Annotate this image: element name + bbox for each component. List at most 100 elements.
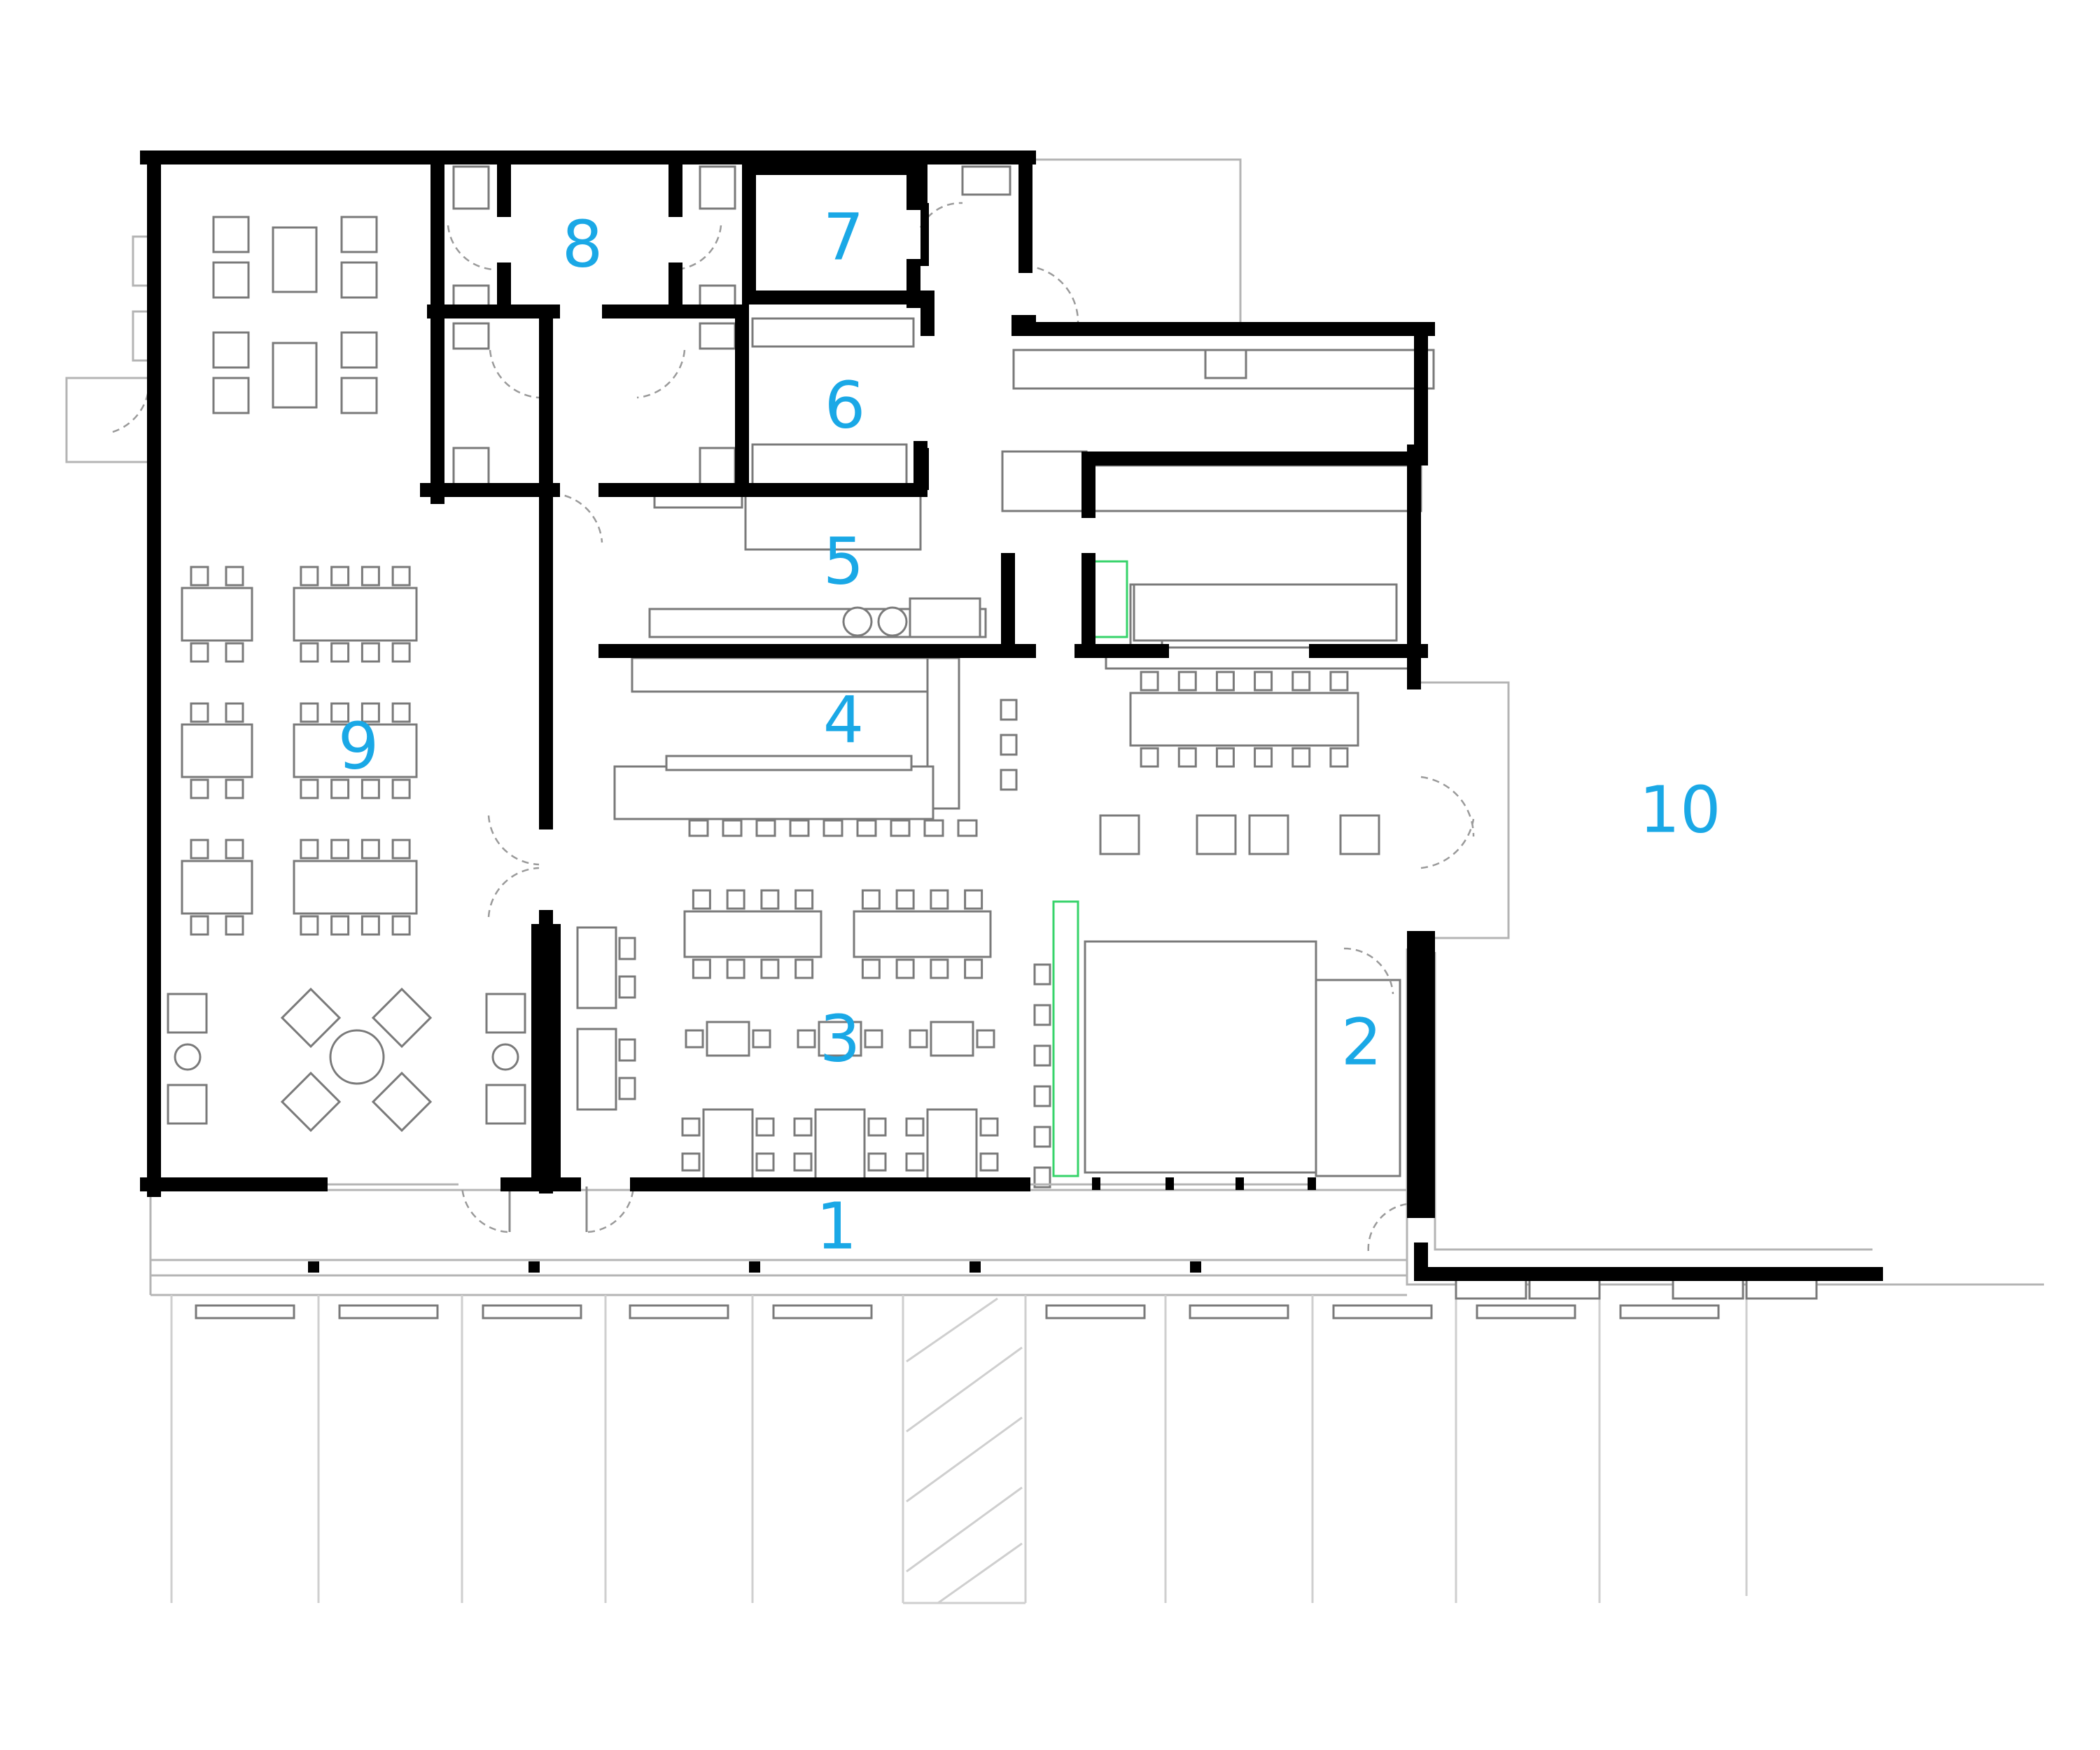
chair bbox=[979, 1152, 999, 1172]
room-9-label: 9 bbox=[338, 708, 379, 783]
storefront-glazing bbox=[322, 1177, 1316, 1191]
chair bbox=[1292, 671, 1311, 692]
bar-stool bbox=[822, 819, 844, 837]
chair bbox=[190, 778, 209, 799]
chair bbox=[618, 1038, 636, 1062]
chair bbox=[330, 839, 350, 860]
chair bbox=[360, 642, 380, 663]
room-6-label: 6 bbox=[825, 368, 866, 442]
chair bbox=[1177, 671, 1197, 692]
chair bbox=[895, 958, 915, 979]
chair bbox=[930, 889, 949, 910]
bar-stool bbox=[957, 819, 978, 837]
chair bbox=[391, 839, 411, 860]
chair bbox=[1254, 747, 1273, 768]
chair bbox=[1215, 671, 1235, 692]
wall-post bbox=[920, 203, 929, 266]
chair bbox=[755, 1152, 775, 1172]
room-8-label: 8 bbox=[562, 206, 603, 281]
kitchen-accent bbox=[1092, 560, 1128, 638]
chair bbox=[618, 975, 636, 999]
chair bbox=[1254, 671, 1273, 692]
arcade-columns bbox=[308, 1261, 1201, 1273]
chair bbox=[225, 915, 244, 936]
bar-stool bbox=[1033, 1044, 1051, 1067]
chair bbox=[1177, 747, 1197, 768]
chair bbox=[360, 839, 380, 860]
bar-stool bbox=[1033, 1166, 1051, 1189]
chair bbox=[190, 839, 209, 860]
chair bbox=[618, 1077, 636, 1100]
chair bbox=[391, 778, 411, 799]
chair bbox=[964, 889, 983, 910]
chair bbox=[760, 958, 780, 979]
chair bbox=[300, 702, 319, 723]
room-4-label: 4 bbox=[823, 682, 864, 757]
chair bbox=[300, 566, 319, 587]
chair bbox=[330, 915, 350, 936]
furniture-kitchen bbox=[613, 165, 1435, 820]
room-10-label: 10 bbox=[1639, 772, 1721, 847]
chair bbox=[793, 1117, 813, 1137]
chair bbox=[360, 566, 380, 587]
chair bbox=[681, 1152, 701, 1172]
chair bbox=[905, 1117, 925, 1137]
chair bbox=[225, 839, 244, 860]
chair bbox=[930, 958, 949, 979]
chair bbox=[797, 1029, 816, 1049]
chair bbox=[391, 642, 411, 663]
parking-lot bbox=[170, 1276, 1818, 1604]
chair bbox=[864, 1029, 883, 1049]
chair bbox=[692, 889, 711, 910]
chair bbox=[360, 702, 380, 723]
chair bbox=[1215, 747, 1235, 768]
chair bbox=[300, 839, 319, 860]
chair bbox=[300, 915, 319, 936]
wall-post bbox=[1083, 561, 1091, 589]
bar-stool bbox=[890, 819, 911, 837]
bar-stool bbox=[856, 819, 877, 837]
room-5-label: 5 bbox=[823, 524, 864, 598]
chair bbox=[330, 642, 350, 663]
chair bbox=[1329, 747, 1349, 768]
bar-stool bbox=[923, 819, 944, 837]
chair bbox=[225, 566, 244, 587]
chair bbox=[794, 958, 814, 979]
bar-stool bbox=[1033, 1126, 1051, 1148]
room-labels: 1 2 3 4 5 6 7 8 9 10 bbox=[338, 200, 1721, 1264]
chair bbox=[964, 958, 983, 979]
bar-stool bbox=[1033, 963, 1051, 986]
chair bbox=[726, 889, 746, 910]
room-7-label: 7 bbox=[823, 200, 864, 274]
chair bbox=[330, 778, 350, 799]
chair bbox=[225, 642, 244, 663]
planter-strip bbox=[1052, 900, 1079, 1177]
chair bbox=[909, 1029, 928, 1049]
chair bbox=[1140, 747, 1159, 768]
chair bbox=[681, 1117, 701, 1137]
furniture-room-9 bbox=[167, 216, 526, 1133]
chair bbox=[300, 778, 319, 799]
chair bbox=[391, 566, 411, 587]
chair bbox=[867, 1117, 887, 1137]
chair bbox=[726, 958, 746, 979]
chair bbox=[330, 702, 350, 723]
chair bbox=[755, 1117, 775, 1137]
chair bbox=[391, 915, 411, 936]
chair bbox=[752, 1029, 771, 1049]
chair bbox=[190, 702, 209, 723]
chair bbox=[618, 937, 636, 960]
chair bbox=[760, 889, 780, 910]
chair bbox=[685, 1029, 704, 1049]
wall-post bbox=[920, 448, 929, 490]
chair bbox=[861, 958, 881, 979]
chair bbox=[979, 1117, 999, 1137]
chair bbox=[895, 889, 915, 910]
chair bbox=[190, 566, 209, 587]
chair bbox=[360, 778, 380, 799]
chair bbox=[300, 642, 319, 663]
room-3-label: 3 bbox=[820, 1001, 861, 1076]
chair bbox=[190, 915, 209, 936]
chair bbox=[225, 702, 244, 723]
